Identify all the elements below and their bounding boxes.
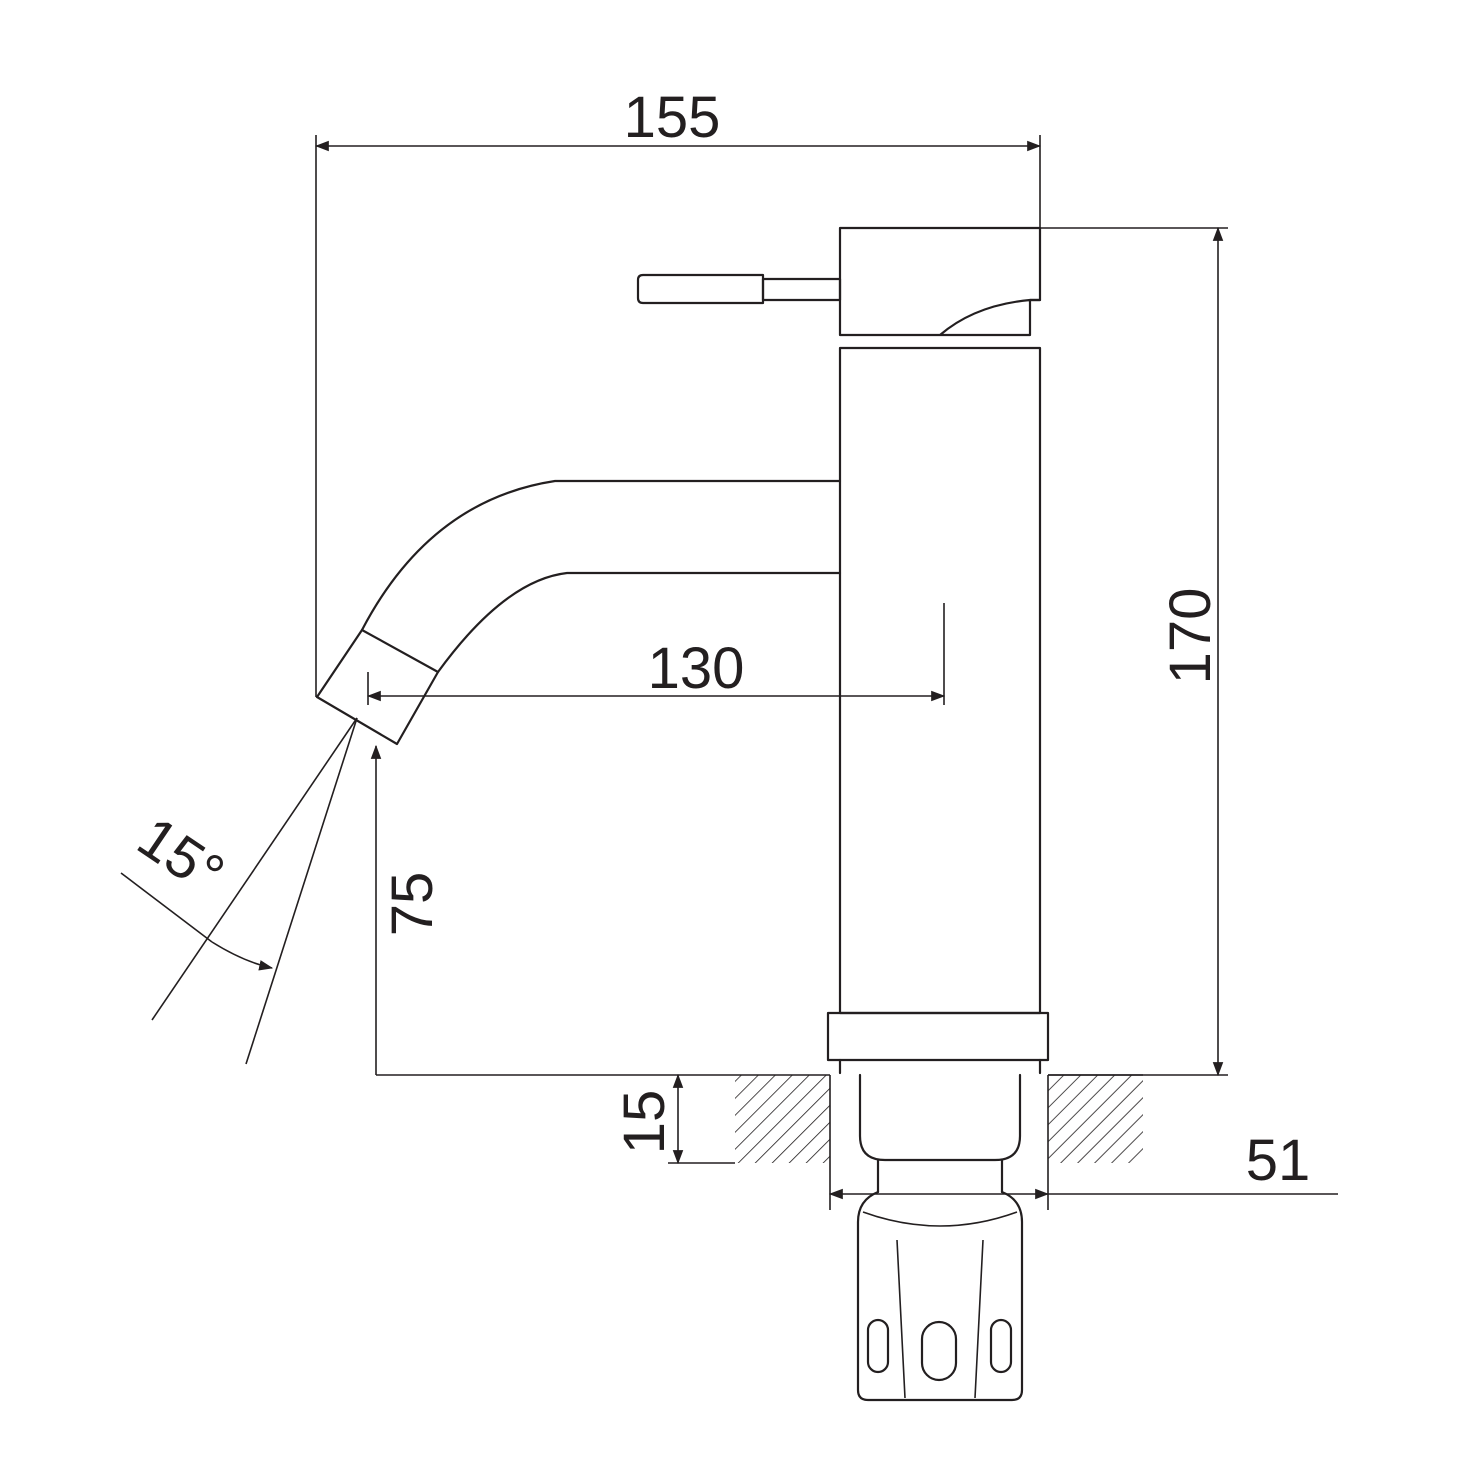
nut-slot-left — [866, 1318, 890, 1374]
nut-slot-right — [989, 1318, 1013, 1374]
spout — [360, 479, 842, 674]
nut-slot-center — [920, 1320, 958, 1382]
aerator — [315, 628, 440, 746]
mount-thickness-label: 15 — [612, 1090, 677, 1155]
spout-reach-label: 130 — [648, 636, 745, 701]
overall-width-label: 155 — [624, 85, 721, 150]
overall-height-label: 170 — [1158, 588, 1223, 685]
base-diameter-label: 51 — [1246, 1128, 1311, 1193]
main-column — [838, 346, 1042, 1015]
dimension-overall-height: 170 — [1040, 226, 1228, 1077]
dimension-spray-angle: 15° — [120, 717, 358, 1065]
dimension-overall-width: 155 — [314, 85, 1042, 697]
dimension-mount-thickness: 15 — [612, 1073, 735, 1165]
dimension-base-diameter: 51 — [828, 1075, 1338, 1210]
shank — [858, 1073, 1022, 1162]
faucet-body — [315, 226, 1050, 1402]
base-collar — [826, 1011, 1050, 1062]
mounting-nut — [856, 1190, 1024, 1402]
spray-angle-label: 15° — [126, 804, 235, 907]
countertop-hatching — [735, 1074, 1143, 1163]
dimension-spout-reach: 130 — [366, 603, 946, 705]
spout-height-label: 75 — [380, 872, 445, 937]
dimension-spout-height: 75 — [370, 744, 735, 1076]
handle-cap — [838, 226, 1042, 337]
handle-lever — [636, 273, 765, 305]
handle-stem — [761, 277, 842, 302]
